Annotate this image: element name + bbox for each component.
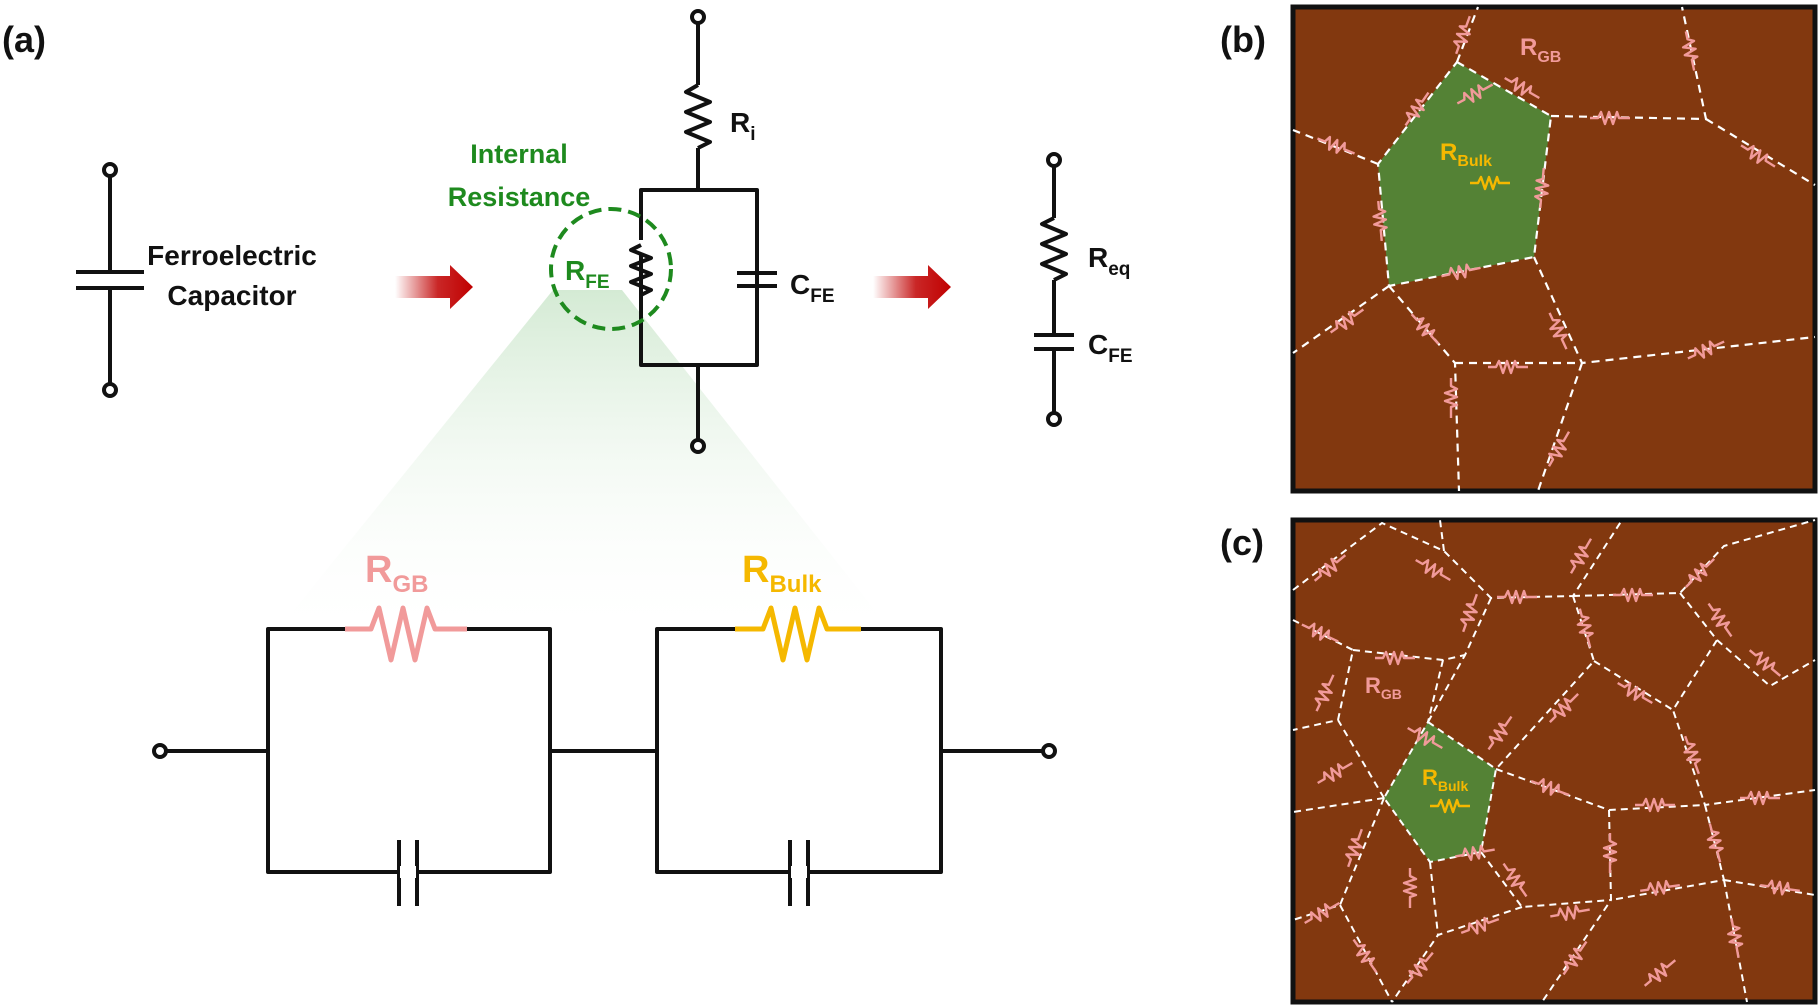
rgb-circuit-label: RGB [365, 549, 428, 598]
equivalent-circuit [1034, 152, 1074, 427]
ferroelectric-label-line1: Ferroelectric [147, 240, 317, 271]
bulk-grain-small [1384, 722, 1496, 862]
large-grain-micrograph: RGB RBulk [1290, 4, 1818, 494]
internal-resistance-circuit [629, 9, 777, 454]
ferroelectric-capacitor-symbol [76, 162, 144, 398]
ri-label: Ri [730, 107, 756, 145]
panel-label-b: (b) [1220, 19, 1266, 60]
rbulk-grain-label: RBulk [1440, 139, 1492, 170]
rfe-label: RFE [565, 255, 610, 293]
rgb-grain-label: RGB [1520, 34, 1561, 66]
ferroelectric-label-line2: Capacitor [167, 280, 296, 311]
panel-label-a: (a) [2, 19, 46, 60]
rgb-resistor-symbol [345, 605, 467, 663]
arrow-right-2 [873, 265, 951, 309]
cfe-label: CFE [790, 269, 835, 307]
bulk-grain [1378, 62, 1551, 286]
req-label: Req [1088, 242, 1130, 280]
rgb-grain-label-small: RGB [1365, 673, 1402, 702]
arrow-right-1 [395, 265, 473, 309]
internal-label-line2: Resistance [448, 182, 591, 212]
magnification-funnel [268, 290, 900, 642]
rc-network-circuit [152, 627, 1057, 906]
cfe-series-label: CFE [1088, 329, 1133, 367]
rbulk-circuit-label: RBulk [742, 549, 822, 598]
rbulk-grain-label-small: RBulk [1422, 765, 1468, 794]
small-grain-micrograph: RGB RBulk [1290, 517, 1818, 1005]
panel-label-c: (c) [1220, 522, 1264, 563]
rbulk-resistor-symbol [735, 605, 861, 663]
internal-label-line1: Internal [470, 139, 568, 169]
internal-resistance-highlight [549, 207, 673, 331]
